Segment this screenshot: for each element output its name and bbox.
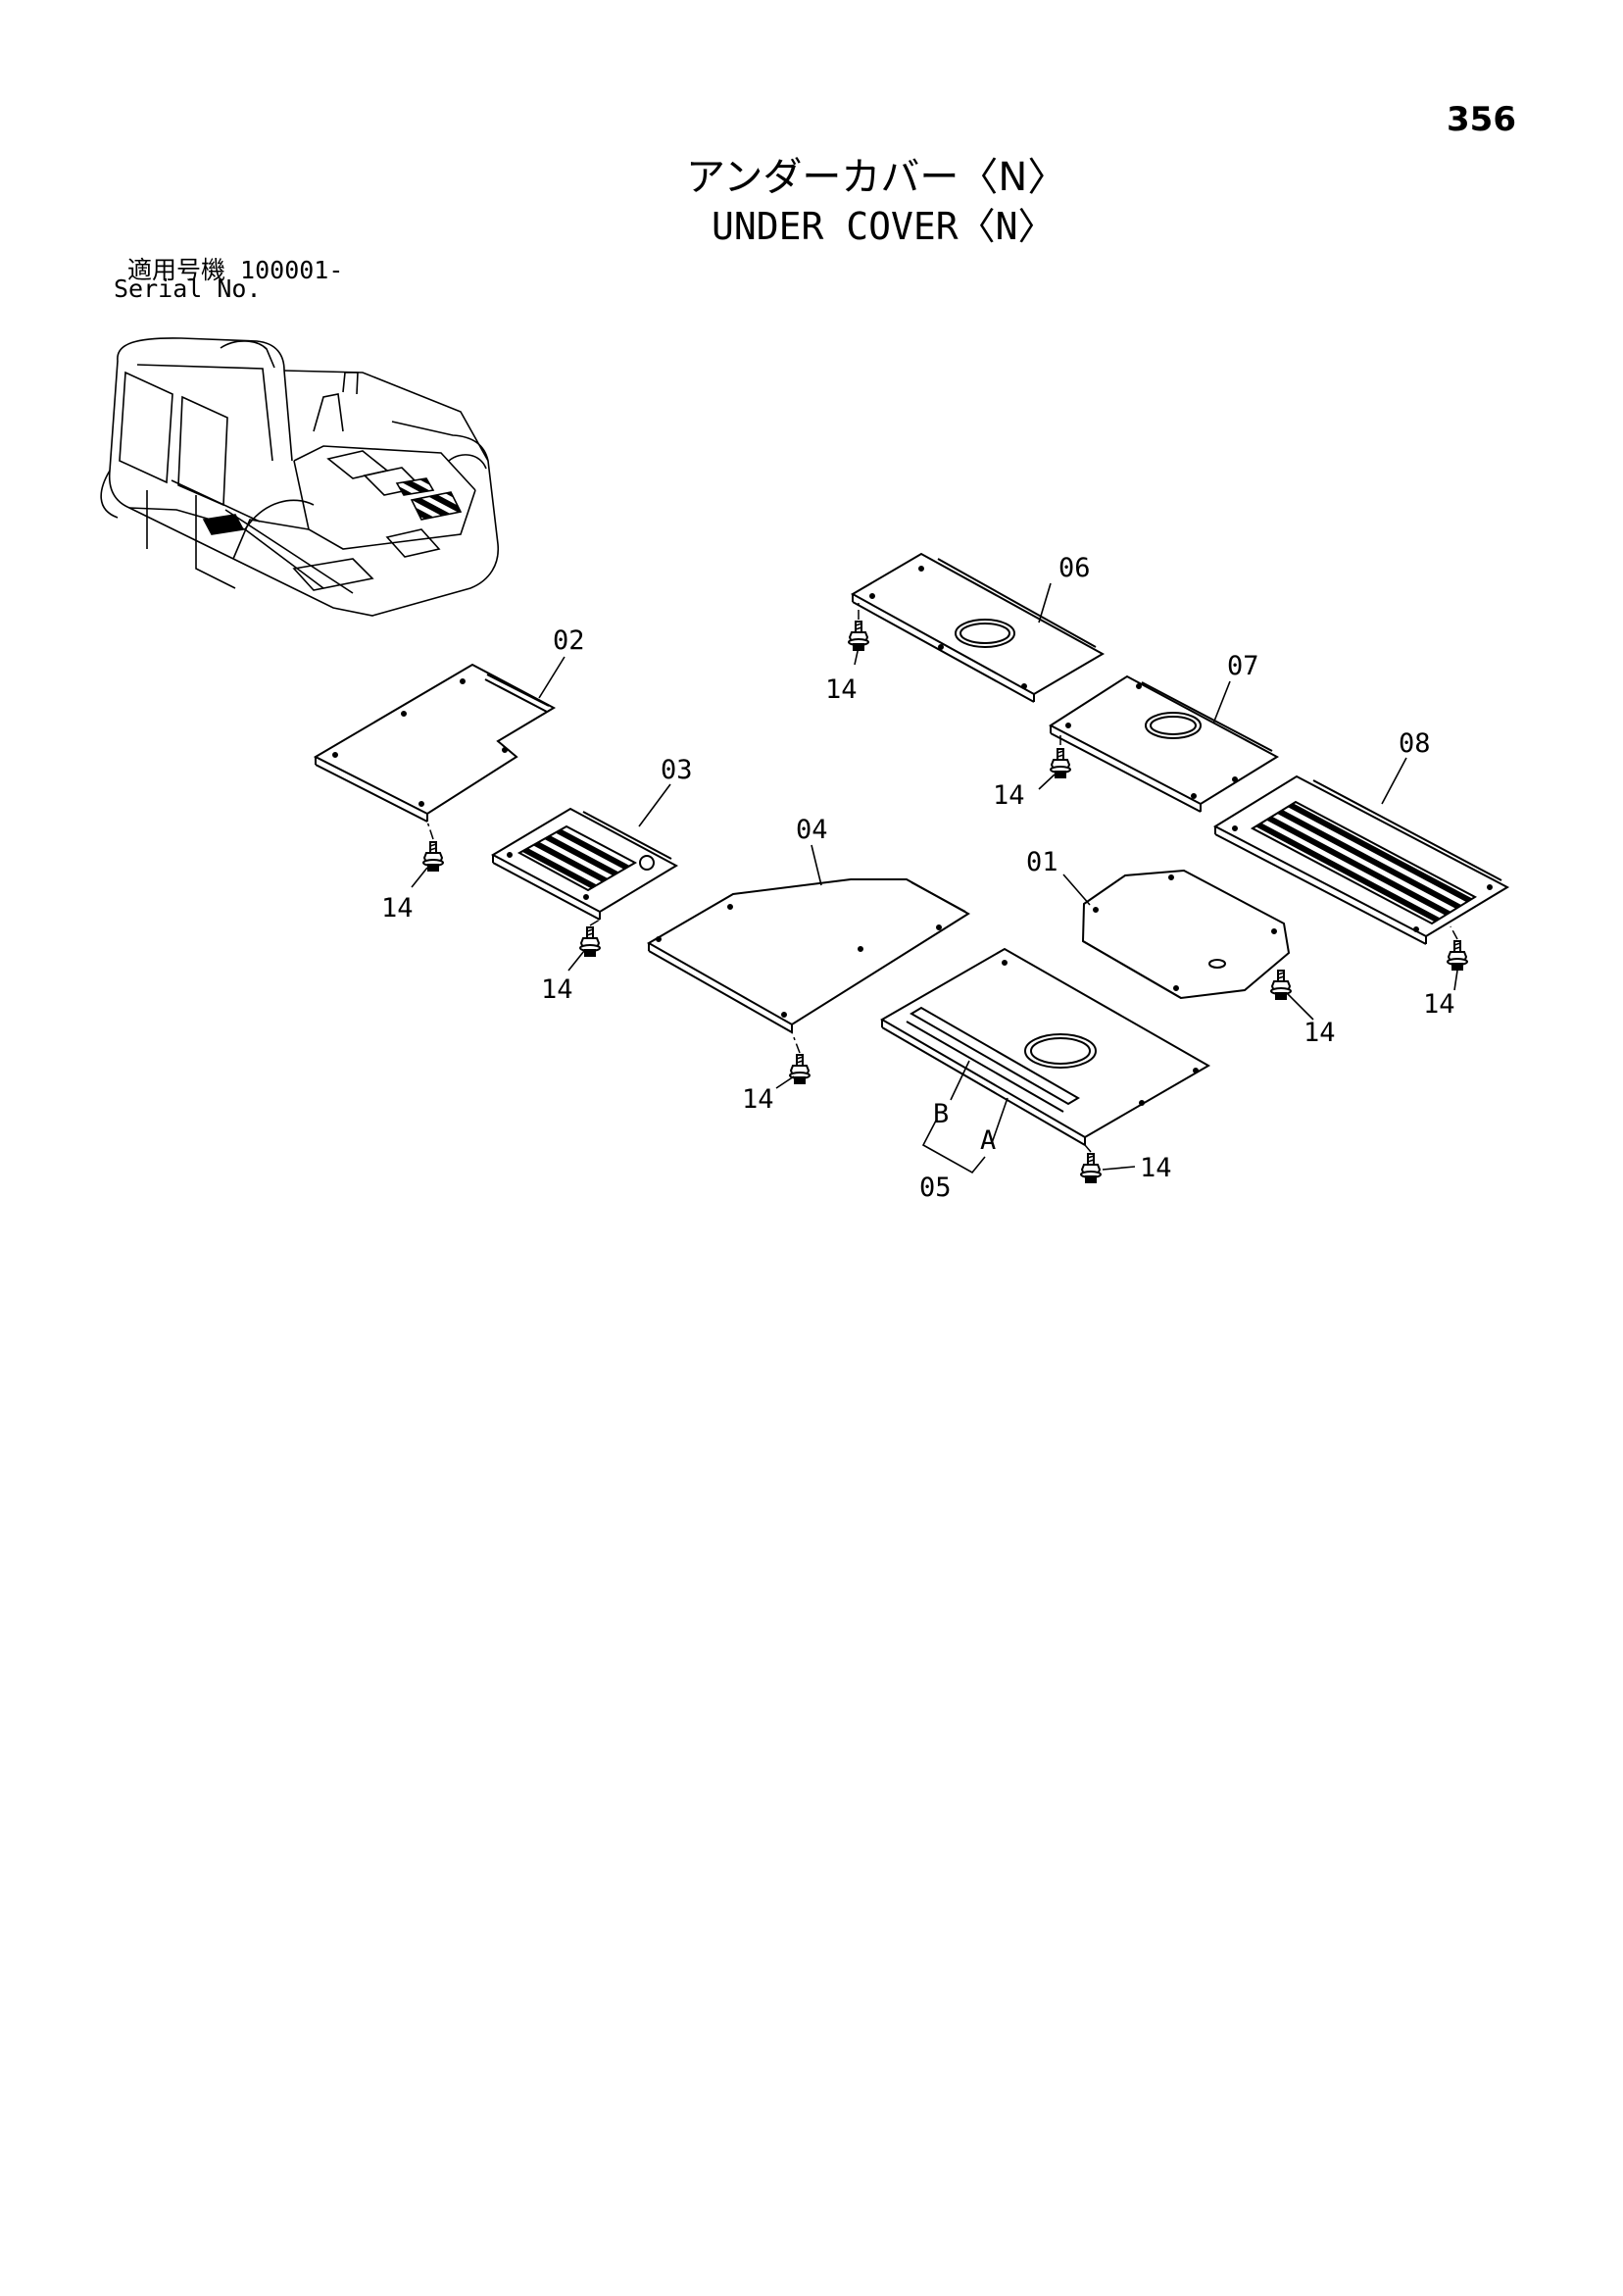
part-07-cover-plate [1049,674,1280,813]
label-part-04: 04 [796,815,828,845]
excavator-overview-illustration [100,337,499,617]
part-08-louvered-plate [1212,774,1510,945]
label-part-01: 01 [1026,847,1058,877]
title-english: UNDER COVER〈N〉 [712,205,1056,248]
title-japanese: アンダーカバー〈N〉 [686,155,1067,200]
bolt-icon [1050,748,1071,779]
label-part-07: 07 [1227,651,1259,681]
label-bolt-14: 14 [742,1084,774,1115]
part-04-cover-plate [646,878,970,1033]
bolt-icon [1447,940,1468,972]
label-sub-b: B [933,1099,949,1129]
bolt-icon [848,621,869,652]
label-part-02: 02 [553,625,585,656]
serial-label-japanese: 適用号機 100001- [127,256,344,284]
label-bolt-14: 14 [541,974,573,1005]
bolt-icon [422,841,444,873]
label-bolt-14: 14 [825,674,858,705]
bolt-icon [789,1054,811,1085]
label-part-03: 03 [661,755,693,785]
part-01-cover-plate [1081,869,1291,1000]
part-05-cover-assembly [880,947,1211,1146]
serial-label-english: Serial No. [114,275,262,303]
label-bolt-14: 14 [1140,1153,1172,1183]
label-bolt-14: 14 [1303,1018,1336,1048]
page-number: 356 [1447,100,1516,139]
label-sub-a: A [980,1125,996,1156]
bolt-icon [1080,1153,1102,1184]
part-06-cover-plate [850,552,1106,703]
label-bolt-14: 14 [1423,989,1455,1020]
label-part-06: 06 [1058,553,1091,583]
bolt-icon [1270,970,1292,1001]
leader-lines [411,582,1458,1174]
label-bolt-14: 14 [993,780,1025,811]
label-bolt-14: 14 [381,893,414,923]
part-02-cover-plate [313,663,557,823]
label-part-08: 08 [1399,728,1431,759]
label-part-05: 05 [919,1173,952,1203]
part-03-louvered-plate [490,807,679,921]
